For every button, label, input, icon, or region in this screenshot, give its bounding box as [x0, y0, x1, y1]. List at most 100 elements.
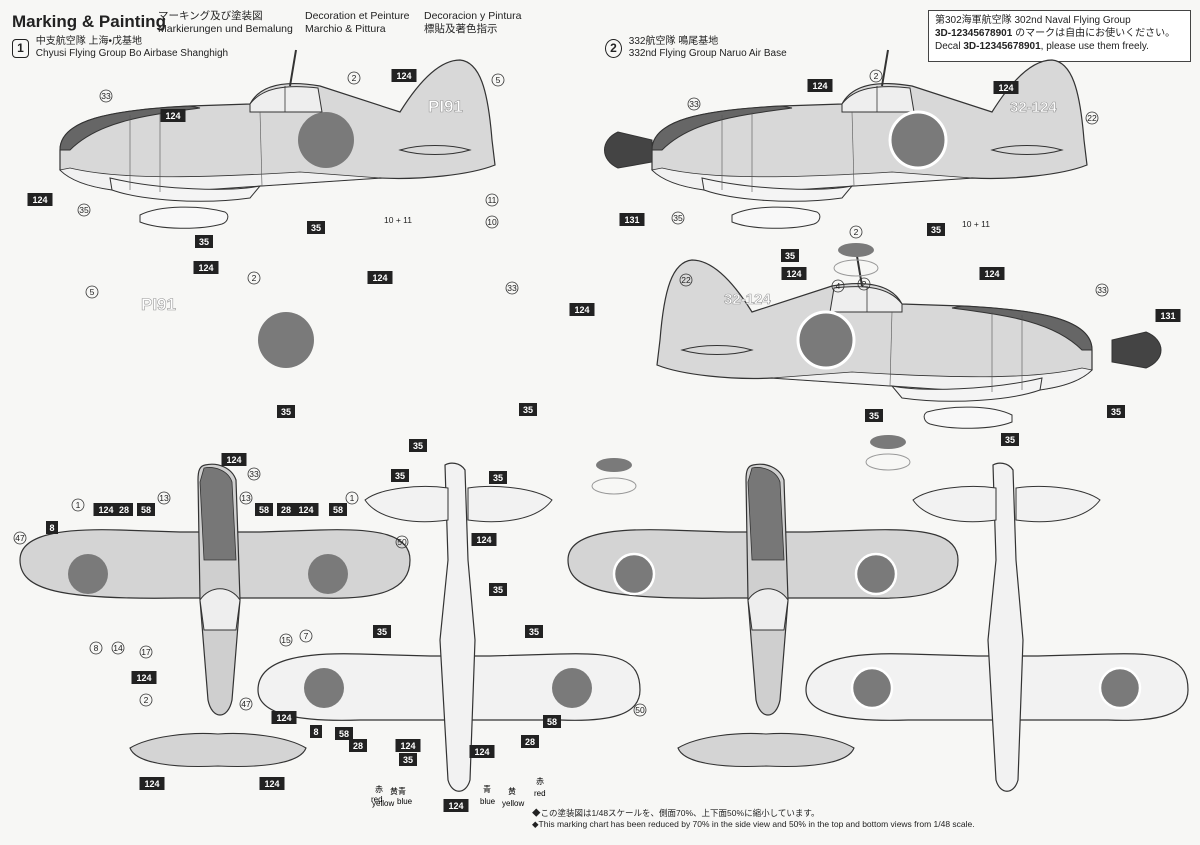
callout-number: 5: [496, 75, 501, 85]
callout-circle: [85, 285, 99, 299]
callout-circle: [485, 215, 499, 229]
callout-number: 13: [159, 493, 169, 503]
callout-number: 2: [352, 73, 357, 83]
callout-number: 2: [862, 279, 867, 289]
callout-circle: [849, 225, 863, 239]
callout-number: 35: [79, 205, 89, 215]
callout-circle: [139, 645, 153, 659]
callout-number: 124: [998, 83, 1013, 93]
callout-number: 28: [281, 505, 291, 515]
callout-number: 33: [507, 283, 517, 293]
callout-number: 124: [574, 305, 589, 315]
callout-number: 8: [313, 727, 318, 737]
callout-number: 8: [49, 523, 54, 533]
callout-box: [395, 739, 421, 752]
callout-number: 13: [241, 493, 251, 503]
callout-number: 22: [1087, 113, 1097, 123]
callout-number: 35: [199, 237, 209, 247]
callout-number: 124: [136, 673, 151, 683]
callout-box: [443, 799, 469, 812]
callout-number: 35: [493, 473, 503, 483]
callout-number: 33: [249, 469, 259, 479]
callout-box: [46, 521, 58, 534]
callout-circle: [239, 491, 253, 505]
callout-number: 124: [264, 779, 279, 789]
page-title: Marking & Painting: [12, 12, 166, 31]
decal-note-box: 第302海軍航空隊 302nd Naval Flying Group 3D-12…: [928, 10, 1191, 62]
callout-number: 131: [1160, 311, 1175, 321]
lang-col-2: Decoration et Peinture Marchio & Pittura: [305, 10, 410, 35]
callout-number: 11: [488, 195, 497, 205]
callout-number: 35: [413, 441, 423, 451]
callout-number: 58: [339, 729, 349, 739]
callout-number: 2: [144, 695, 149, 705]
footnotes: ◆この塗装図は1/48スケールを、側面70%、上下面50%に縮小しています。 ◆…: [532, 808, 975, 829]
callout-number: 35: [493, 585, 503, 595]
callout-box: [979, 267, 1005, 280]
callout-number: 124: [984, 269, 999, 279]
callout-box: [259, 777, 285, 790]
callout-number: 124: [144, 779, 159, 789]
callout-number: 28: [119, 505, 129, 515]
tail-code: PI91: [428, 97, 463, 116]
svg-text:黄: 黄: [390, 786, 398, 796]
callout-circle: [505, 281, 519, 295]
callout-number: 124: [226, 455, 241, 465]
callout-box: [525, 625, 543, 638]
callout-box: [137, 503, 155, 516]
callout-number: 35: [377, 627, 387, 637]
callout-number: 5: [90, 287, 95, 297]
callout-number: 2: [854, 227, 859, 237]
callout-box: [519, 403, 537, 416]
callout-box: [329, 503, 347, 516]
callout-box: [781, 267, 807, 280]
callout-number: 124: [198, 263, 213, 273]
lang-col-3: Decoracion y Pintura 標貼及著色指示: [424, 10, 522, 35]
callout-box: [391, 469, 409, 482]
callout-box: [139, 777, 165, 790]
callout-number: 58: [259, 505, 269, 515]
callout-number: 33: [1097, 285, 1107, 295]
callout-number: 4: [836, 281, 841, 291]
callout-circle: [1095, 283, 1109, 297]
svg-text:青: 青: [398, 786, 406, 796]
callout-box: [27, 193, 53, 206]
callout-number: 124: [812, 81, 827, 91]
callout-number: 28: [353, 741, 363, 751]
callout-circle: [139, 693, 153, 707]
callout-number: 124: [32, 195, 47, 205]
callout-box: [131, 671, 157, 684]
callout-box: [307, 221, 325, 234]
svg-text:yellow: yellow: [372, 799, 394, 808]
callout-box: [469, 745, 495, 758]
scheme-1-label: 1 中支航空隊 上海•戊基地 Chyusi Flying Group Bo Ai…: [12, 36, 228, 60]
callout-box: [993, 81, 1019, 94]
callout-circle: [345, 491, 359, 505]
svg-text:赤: 赤: [375, 785, 383, 794]
callout-box: [543, 715, 561, 728]
tail-code: 32-124: [724, 291, 771, 308]
callout-number: 124: [98, 505, 113, 515]
callout-number: 124: [786, 269, 801, 279]
callout-circle: [485, 193, 499, 207]
hinomaru-marking: [258, 312, 314, 368]
callout-circle: [679, 273, 693, 287]
callout-box: [293, 503, 319, 516]
callout-number: 47: [241, 699, 251, 709]
callout-box: [277, 503, 295, 516]
callout-box: [277, 405, 295, 418]
callout-number: 28: [525, 737, 535, 747]
svg-text:red: red: [534, 789, 546, 798]
scheme-2-number: 2: [605, 38, 622, 58]
callout-box: [93, 503, 119, 516]
callout-box: [399, 753, 417, 766]
hinomaru-marking: [298, 112, 354, 168]
callout-circle: [77, 203, 91, 217]
callout-number: 33: [689, 99, 699, 109]
callout-number: 124: [474, 747, 489, 757]
callout-number: 35: [311, 223, 321, 233]
svg-text:赤: 赤: [536, 777, 544, 786]
callout-box: [349, 739, 367, 752]
callout-number: 58: [547, 717, 557, 727]
callout-number: 35: [403, 755, 413, 765]
